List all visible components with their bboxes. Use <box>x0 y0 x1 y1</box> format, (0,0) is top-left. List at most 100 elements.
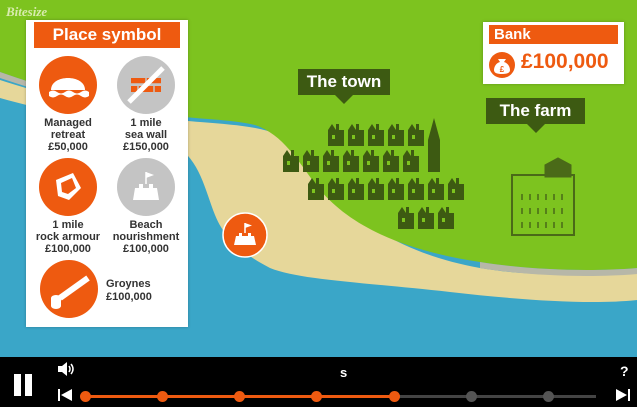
symbol-cost: £100,000 <box>45 243 91 255</box>
rock-armour-icon <box>39 158 97 216</box>
house-window <box>367 161 370 165</box>
house-window <box>372 135 375 139</box>
bank-amount: £100,000 <box>521 50 609 73</box>
bank-title: Bank <box>489 25 618 44</box>
town-house <box>368 178 384 200</box>
house-window <box>332 189 335 193</box>
progress-step-dot[interactable] <box>157 391 169 402</box>
town-house <box>438 207 454 229</box>
symbol-label: rock armour <box>35 231 101 243</box>
house-window <box>372 189 375 193</box>
bitesize-logo: Bitesize <box>6 4 48 19</box>
town-label: The town <box>298 69 390 104</box>
house-window <box>387 161 390 165</box>
help-button[interactable]: ? <box>620 363 629 379</box>
bank-panel: Bank £ £100,000 <box>483 22 624 84</box>
symbol-rock-armour[interactable]: 1 mile rock armour £100,000 <box>28 158 108 255</box>
house-window <box>412 135 415 139</box>
symbol-label: 1 mile <box>52 219 84 231</box>
house-window <box>412 189 415 193</box>
symbol-label: Managed <box>44 117 92 129</box>
progress-step-dot[interactable] <box>542 391 554 402</box>
town-house <box>408 178 424 200</box>
farm-label: The farm <box>486 98 585 133</box>
town-house <box>388 124 404 146</box>
town-house <box>363 150 379 172</box>
pause-button[interactable] <box>12 374 34 396</box>
town-house <box>418 207 434 229</box>
house-window <box>332 135 335 139</box>
symbol-groynes[interactable]: Groynes £100,000 <box>40 260 180 320</box>
town-house <box>403 150 419 172</box>
house-window <box>307 161 310 165</box>
town-house <box>408 124 424 146</box>
town-house <box>343 150 359 172</box>
house-window <box>287 161 290 165</box>
town-house <box>308 178 324 200</box>
symbol-cost: £150,000 <box>123 141 169 153</box>
game-scene: Bitesize The town The farm Place symbol … <box>0 0 637 357</box>
town-drawing <box>283 118 464 229</box>
volume-icon[interactable] <box>58 362 76 376</box>
house-window <box>442 218 445 222</box>
symbol-cost: £100,000 <box>123 243 169 255</box>
symbol-sea-wall[interactable]: 1 mile sea wall £150,000 <box>106 56 186 153</box>
town-house <box>328 178 344 200</box>
house-window <box>402 218 405 222</box>
house-window <box>312 189 315 193</box>
town-house <box>328 124 344 146</box>
progress-step-dot[interactable] <box>234 391 246 402</box>
symbol-beach-nourishment[interactable]: Beach nourishment £100,000 <box>106 158 186 255</box>
panel-title: Place symbol <box>34 22 180 48</box>
house-window <box>352 135 355 139</box>
money-bag-icon: £ <box>489 52 515 78</box>
farm-drawing <box>511 157 575 236</box>
house-window <box>352 189 355 193</box>
beach-nourishment-icon <box>117 158 175 216</box>
house-window <box>422 218 425 222</box>
symbol-label: Beach <box>129 219 163 231</box>
house-window <box>327 161 330 165</box>
placed-beach-nourishment-icon[interactable] <box>222 212 268 258</box>
playback-controls: s ? <box>0 357 637 407</box>
symbol-managed-retreat[interactable]: Managed retreat £50,000 <box>28 56 108 153</box>
town-house <box>323 150 339 172</box>
town-house <box>368 124 384 146</box>
church-spire <box>428 118 440 172</box>
house-window <box>392 189 395 193</box>
symbol-cost: £100,000 <box>106 291 152 303</box>
symbol-label: Groynes <box>106 278 151 290</box>
house-window <box>392 135 395 139</box>
symbol-cost: £50,000 <box>48 141 88 153</box>
progress-step-dot[interactable] <box>80 391 91 402</box>
town-house <box>428 178 444 200</box>
symbol-label: 1 mile <box>130 117 162 129</box>
groynes-icon <box>40 260 98 318</box>
managed-retreat-icon <box>39 56 97 114</box>
symbol-label: nourishment <box>112 231 180 243</box>
progress-step-dot[interactable] <box>465 391 477 402</box>
subtitles-toggle[interactable]: s <box>340 365 348 380</box>
town-house <box>383 150 399 172</box>
town-house <box>283 150 299 172</box>
house-window <box>407 161 410 165</box>
skip-forward-icon[interactable] <box>616 389 630 401</box>
house-window <box>432 189 435 193</box>
symbol-label: sea wall <box>124 129 168 141</box>
sea-wall-icon <box>117 56 175 114</box>
town-house <box>448 178 464 200</box>
skip-back-icon[interactable] <box>58 389 72 401</box>
town-house <box>398 207 414 229</box>
town-house <box>348 178 364 200</box>
house-window <box>347 161 350 165</box>
pause-icon <box>14 374 21 396</box>
progress-step-dot[interactable] <box>311 391 323 402</box>
symbol-label: retreat <box>50 129 86 141</box>
svg-text:£: £ <box>500 65 505 74</box>
house-window <box>452 189 455 193</box>
pause-icon <box>25 374 32 396</box>
town-house <box>348 124 364 146</box>
town-house <box>303 150 319 172</box>
town-house <box>388 178 404 200</box>
progress-step-dot[interactable] <box>388 391 400 402</box>
